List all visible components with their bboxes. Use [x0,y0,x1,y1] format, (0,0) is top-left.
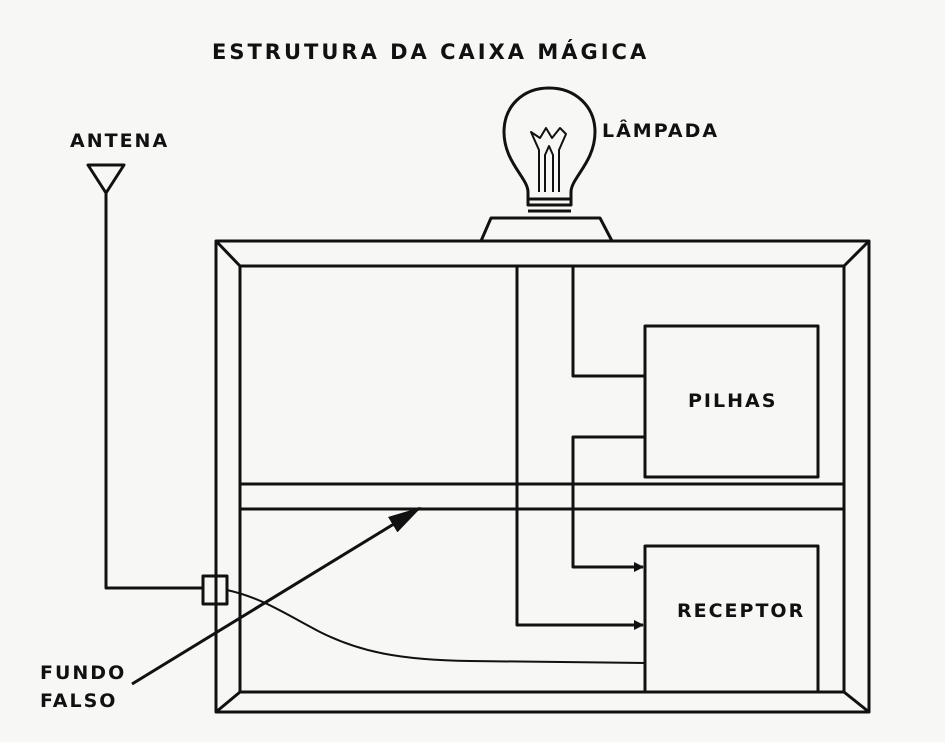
batteries-box [643,324,820,479]
box-outer-frame [214,239,871,714]
label-false-bottom-line-1: FUNDO [40,662,127,684]
label-antenna: ANTENA [70,130,170,152]
label-receiver: RECEPTOR [677,600,806,622]
lamp-filament [530,127,567,192]
antenna-icon [86,163,126,195]
false-bottom-pointer-arrow [131,506,422,686]
antenna-to-receiver-wire [226,589,646,664]
frame-corner-bl [215,690,241,714]
wire-batteries-to-receiver [571,435,645,572]
lamp-socket [479,216,614,242]
diagram-title: ESTRUTURA DA CAIXA MÁGICA [212,40,650,64]
label-batteries: PILHAS [688,390,778,412]
label-lamp: LÂMPADA [602,120,720,142]
lamp-filament-inner [544,145,554,192]
antenna-wire [104,193,203,590]
wire-lamp-to-receiver [515,266,644,630]
lamp-bulb [502,86,597,207]
receiver-box [643,544,820,694]
frame-corner-tl [214,239,242,268]
false-bottom-shelf [238,482,846,511]
frame-corner-tr [842,239,871,268]
label-false-bottom: FUNDO FALSO [40,659,126,715]
frame-corner-br [843,690,870,714]
wire-lamp-to-batteries [571,266,645,378]
box-inner-frame [238,264,846,694]
label-false-bottom-line-2: FALSO [40,690,118,712]
